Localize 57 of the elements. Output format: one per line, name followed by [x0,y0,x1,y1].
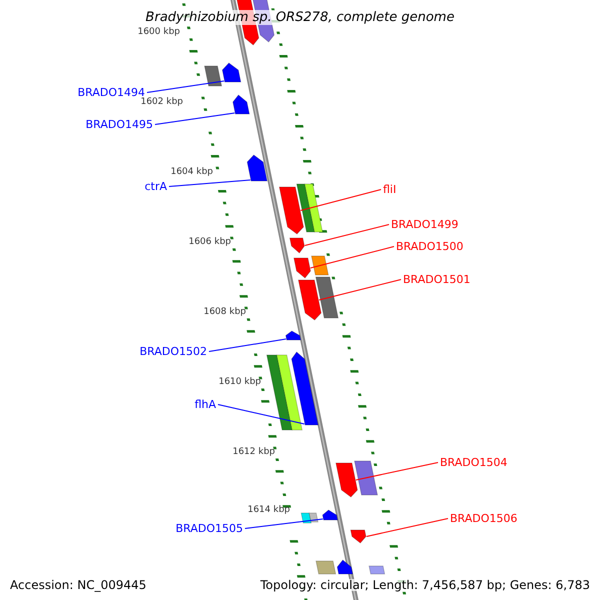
gene-label: ctrA [144,181,167,192]
gene-bar [289,238,305,254]
gene-label: BRADO1501 [403,274,470,285]
leader-line [300,189,382,211]
gene-bar [350,530,366,544]
gene-label: BRADO1502 [140,346,207,357]
gene-bar [336,560,354,574]
gene-bar [204,66,222,86]
gene-label: BRADO1499 [391,219,458,230]
gene-label: fliI [383,184,396,195]
leader-line [318,279,402,300]
leader-line [366,518,448,537]
scale-label: 1604 kbp [170,168,213,177]
gene-bar [316,560,336,574]
gene-label: BRADO1505 [176,523,243,534]
leader-line [154,112,236,125]
info-text: Accession: NC_009445 [10,579,146,591]
gene-bar [232,94,250,114]
gene-bar [335,462,358,498]
scale-label: 1608 kbp [204,308,246,317]
gene-bar [315,276,339,318]
leader-line [355,462,438,480]
gene-bar [276,354,303,430]
scale-label: 1612 kbp [232,448,275,457]
gene-bar [291,351,319,426]
gene-label: BRADO1494 [78,87,145,98]
leader-line [304,224,390,246]
gene-bar [222,62,242,82]
scale-label: 1614 kbp [248,506,290,515]
gene-bar [354,460,378,496]
gene-bar [308,512,318,522]
gene-bar [304,184,323,232]
leader-line [208,338,286,352]
scale-label: 1610 kbp [218,378,261,387]
gene-bar [266,354,293,430]
scale-label: 1606 kbp [188,238,231,247]
gene-label: BRADO1504 [440,457,508,468]
leader-line [146,80,225,93]
gene-bar [311,256,329,276]
gene-bar [285,330,302,340]
leader-line [310,246,394,268]
gene-label: BRADO1506 [450,513,518,524]
leader-line [168,180,251,187]
gene-bar [322,510,338,520]
info-text: Topology: circular; Length: 7,456,587 bp; Genes: 6,783 [260,579,590,591]
gene-label: BRADO1495 [86,119,153,130]
gene-bar [296,184,315,232]
gene-bar [246,154,268,182]
gene-bar [368,566,386,574]
gene-bar [278,186,304,234]
gene-label: BRADO1500 [396,241,464,252]
scale-label: 1600 kbp [138,28,180,37]
leader-line [218,404,305,424]
leader-line [244,518,324,529]
gene-label: flhA [194,399,216,410]
gene-bar [293,258,311,278]
scale-label: 1602 kbp [140,98,183,107]
